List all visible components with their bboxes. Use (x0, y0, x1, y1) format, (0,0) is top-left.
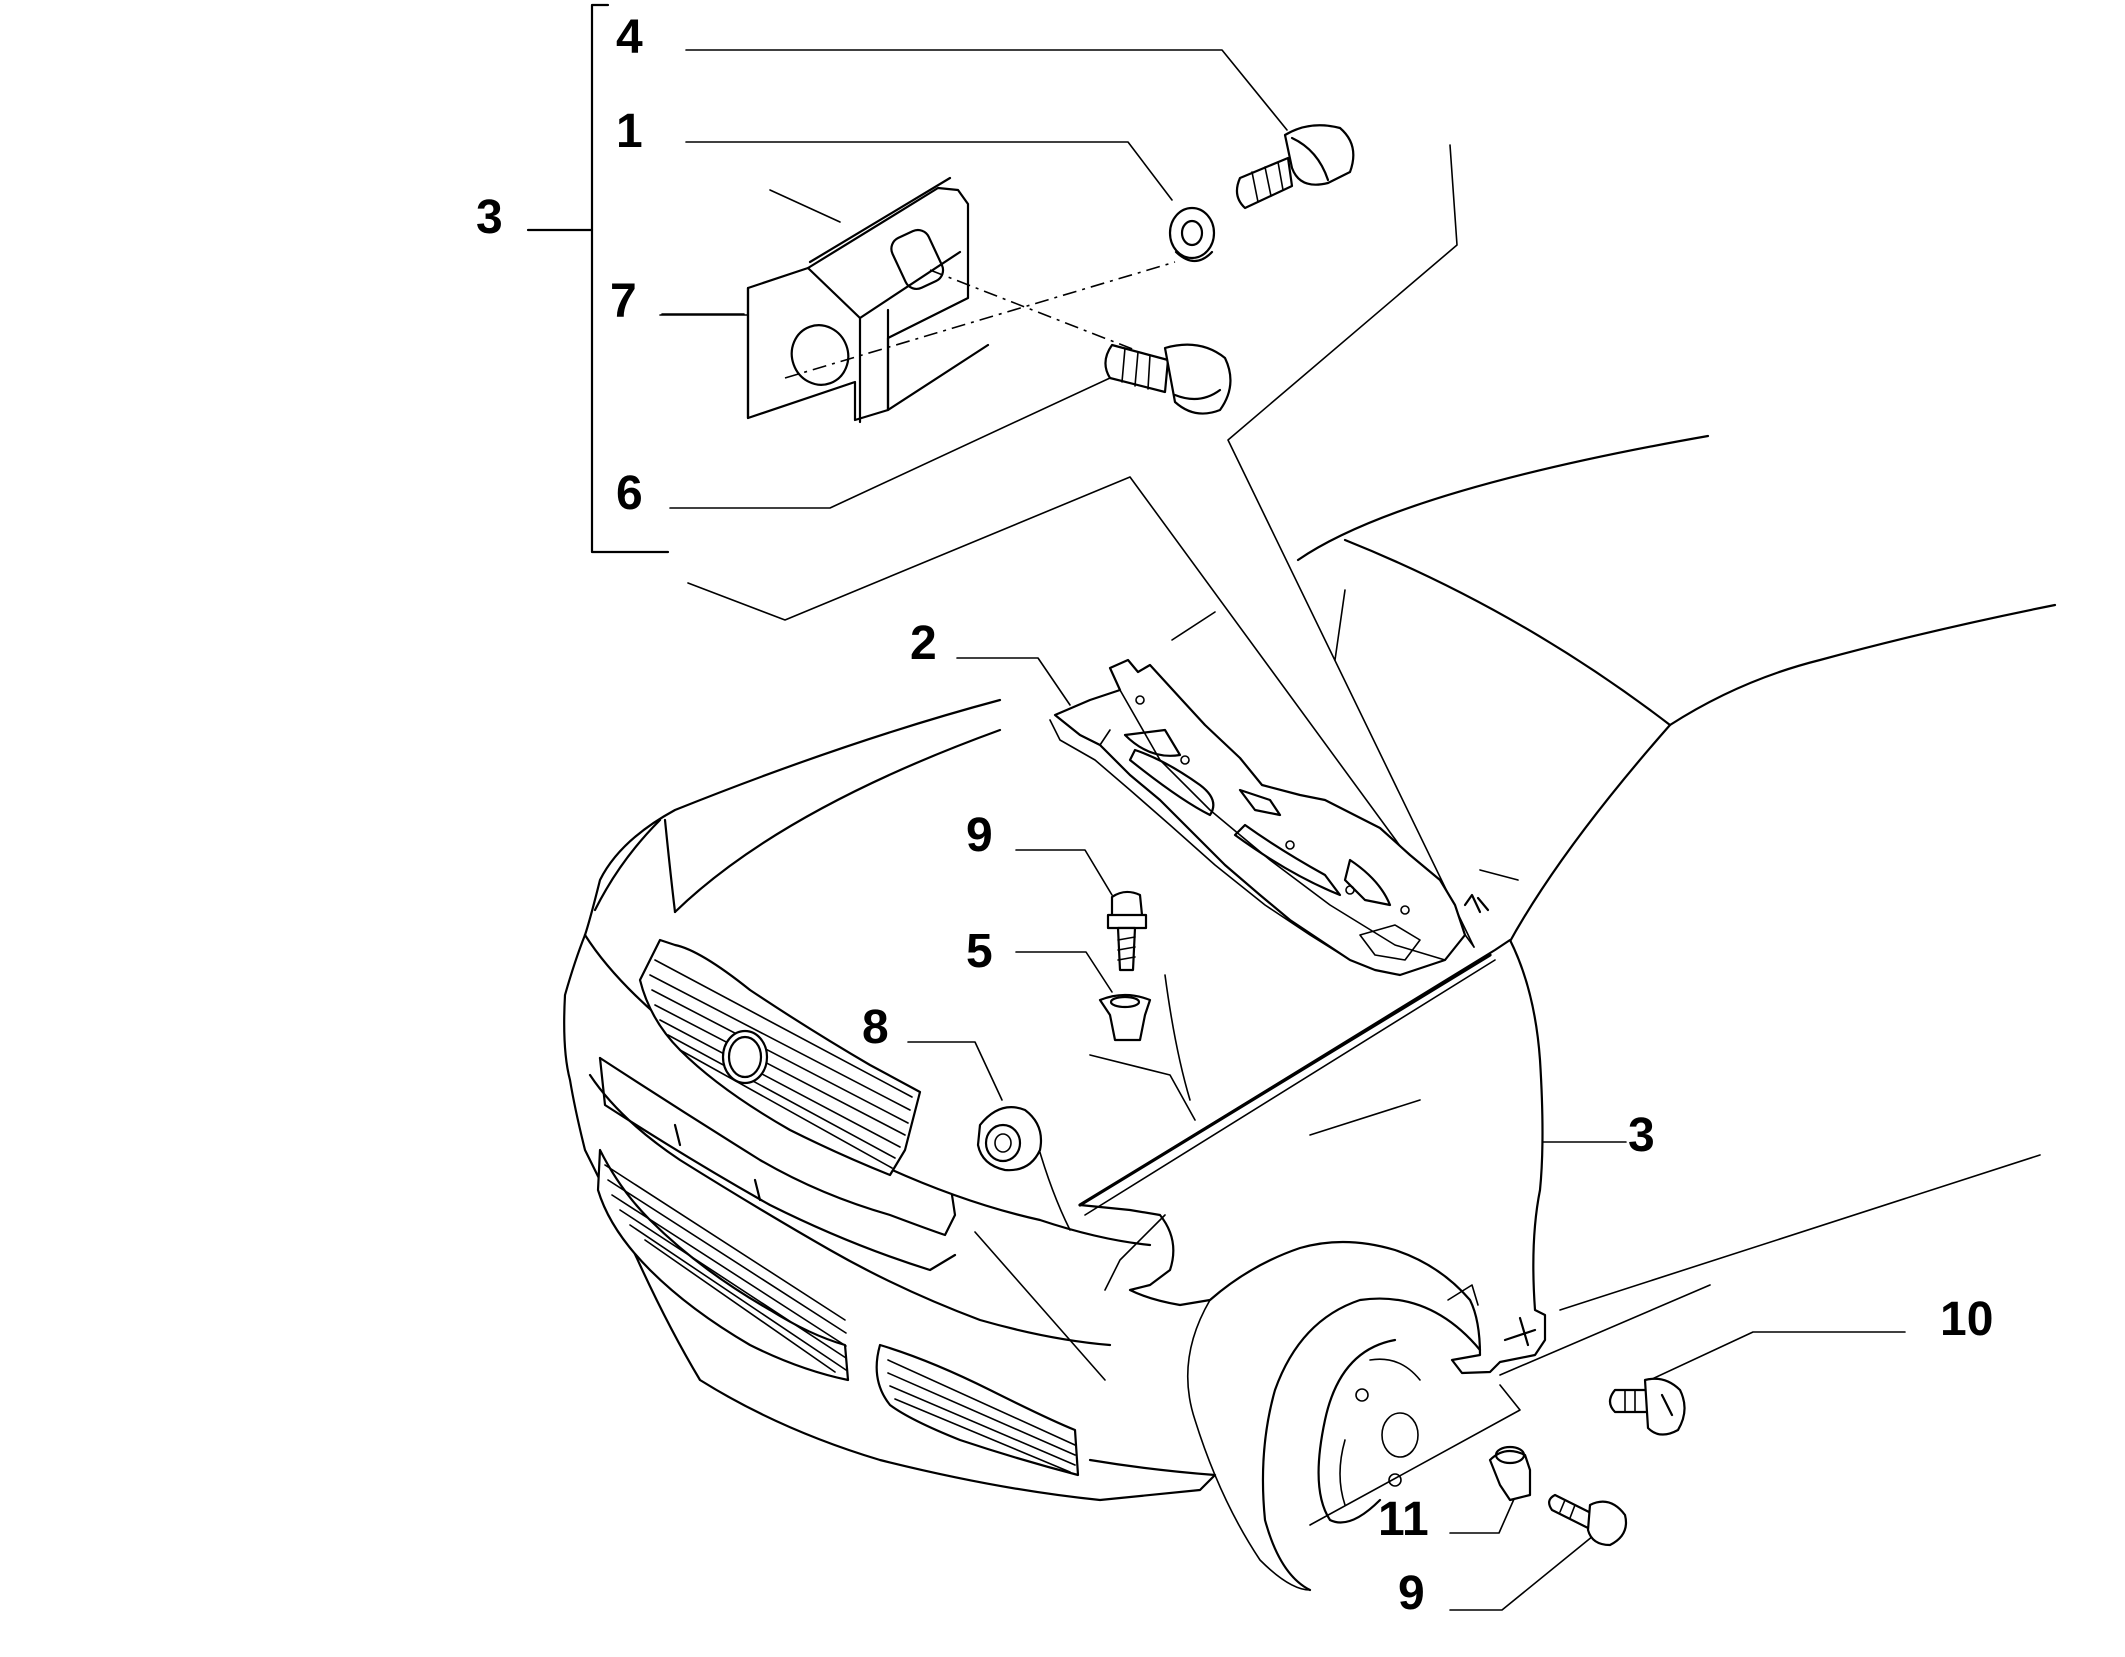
part-plug-11 (1488, 1445, 1532, 1502)
part-bolt-6 (1104, 343, 1232, 415)
callout-3-group: 3 (476, 191, 503, 244)
part-bracket-7 (659, 176, 990, 424)
part-screw-10 (1608, 1377, 1686, 1436)
callout-1: 1 (616, 105, 643, 158)
callout-3-fender: 3 (1628, 1109, 1655, 1162)
part-clip-5 (1098, 993, 1152, 1042)
callout-6: 6 (616, 467, 643, 520)
part-bolt-9-lower (1548, 1493, 1628, 1547)
part-cowl-panel-2 (1049, 658, 1467, 977)
callout-11: 11 (1378, 1493, 1429, 1546)
part-bolt-4 (1235, 124, 1355, 210)
callout-10: 10 (1940, 1293, 1994, 1346)
axis-line (784, 261, 1176, 379)
right-lower-grille-slats (887, 1359, 1076, 1473)
car-body (563, 434, 2057, 1592)
callout-5: 5 (966, 925, 993, 978)
callout-8: 8 (862, 1001, 889, 1054)
axis-line-2 (929, 269, 1136, 351)
leader-lines (661, 49, 1906, 1611)
callout-4: 4 (616, 11, 643, 64)
part-nut-8 (976, 1106, 1043, 1172)
callout-7: 7 (610, 275, 637, 328)
part-washer-1 (1168, 206, 1216, 263)
callout-9-upper: 9 (966, 809, 993, 862)
lower-grille-slats (604, 1164, 847, 1373)
callout-9-lower: 9 (1398, 1567, 1425, 1620)
group-bracket (526, 3, 670, 554)
part-bolt-9-upper (1106, 890, 1148, 972)
callout-2: 2 (910, 617, 937, 670)
grille-slats (649, 959, 913, 1169)
